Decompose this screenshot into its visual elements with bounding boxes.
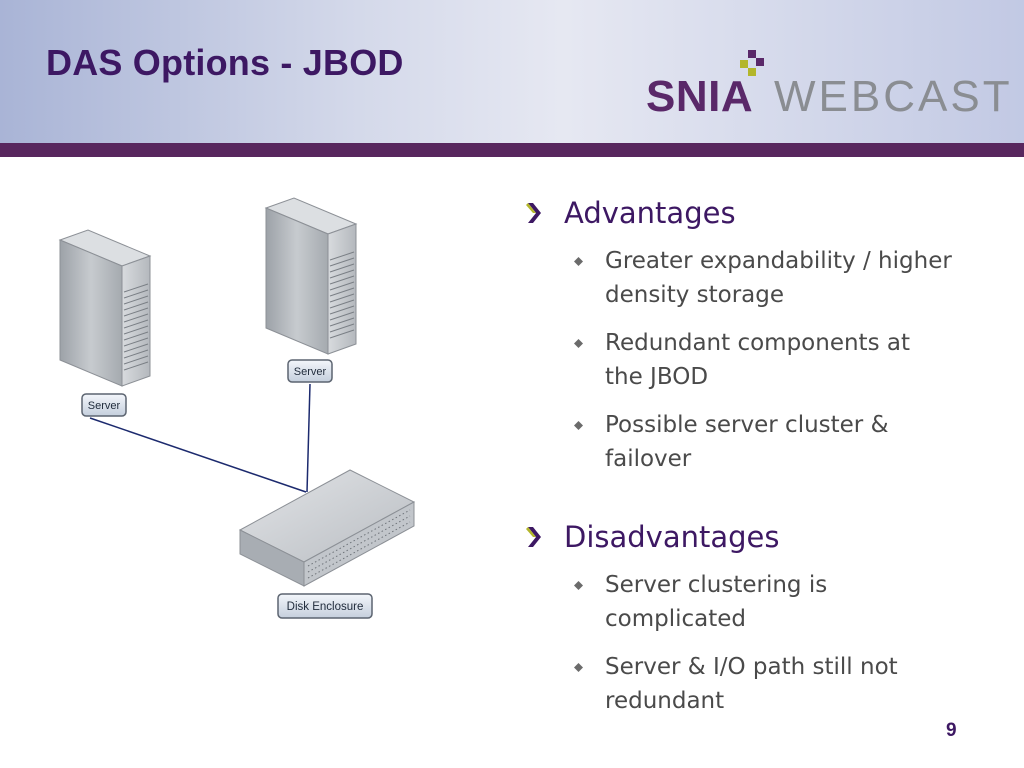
advantages-heading: Advantages — [564, 196, 736, 230]
server-left — [58, 229, 152, 387]
advantage-line: the JBOD — [605, 364, 709, 390]
disadvantage-item: Server clustering is complicated — [574, 568, 980, 636]
snia-webcast-logo: SNIA WEBCAST — [646, 50, 1016, 121]
diamond-bullet-icon — [574, 663, 583, 672]
jbod-diagram: Server Server — [58, 197, 416, 619]
server-left-label: Server — [88, 400, 121, 412]
advantages-heading-row: Advantages — [520, 196, 980, 230]
diamond-bullet-icon — [574, 257, 583, 266]
slide-title: DAS Options - JBOD — [46, 42, 404, 83]
disadvantages-heading: Disadvantages — [564, 520, 780, 554]
disadvantage-line: Server clustering is — [605, 572, 828, 598]
advantage-line: density storage — [605, 282, 785, 308]
bullet-list: Advantages Greater expandability / highe… — [520, 196, 980, 762]
disk-enclosure-label: Disk Enclosure — [287, 601, 364, 613]
advantage-line: Redundant components at — [605, 330, 910, 356]
advantage-item: Possible server cluster & failover — [574, 408, 980, 476]
server-right-label-tag: Server — [287, 359, 333, 383]
server-left-label-tag: Server — [81, 393, 127, 417]
disadvantage-line: redundant — [605, 688, 725, 714]
logo-webcast-text: WEBCAST — [774, 72, 1013, 121]
disk-enclosure-label-tag: Disk Enclosure — [277, 593, 373, 619]
advantage-item: Redundant components at the JBOD — [574, 326, 980, 394]
disadvantage-line: complicated — [605, 606, 747, 632]
diamond-bullet-icon — [574, 581, 583, 590]
page-number: 9 — [946, 720, 957, 741]
diamond-bullet-icon — [574, 339, 583, 348]
advantage-line: Possible server cluster & — [605, 412, 889, 438]
advantages-section: Advantages Greater expandability / highe… — [520, 196, 980, 476]
chevron-right-icon — [526, 203, 541, 223]
disadvantage-item: Server & I/O path still not redundant — [574, 650, 980, 718]
disadvantage-line: Server & I/O path still not — [605, 654, 898, 680]
cable-right-server — [306, 383, 311, 493]
advantage-line: Greater expandability / higher — [605, 248, 952, 274]
advantage-item: Greater expandability / higher density s… — [574, 244, 980, 312]
disadvantages-section: Disadvantages Server clustering is compl… — [520, 520, 980, 718]
header-background — [0, 0, 1024, 143]
disk-enclosure — [238, 469, 416, 587]
diamond-bullet-icon — [574, 421, 583, 430]
header-band — [0, 143, 1024, 157]
server-right-label: Server — [294, 366, 327, 378]
server-right — [264, 197, 358, 355]
cable-left-server — [89, 417, 307, 493]
advantage-line: failover — [605, 446, 692, 472]
logo-snia-text: SNIA — [646, 72, 754, 121]
disadvantages-heading-row: Disadvantages — [520, 520, 980, 554]
logo-mark-icon — [740, 50, 764, 76]
chevron-right-icon — [526, 527, 541, 547]
